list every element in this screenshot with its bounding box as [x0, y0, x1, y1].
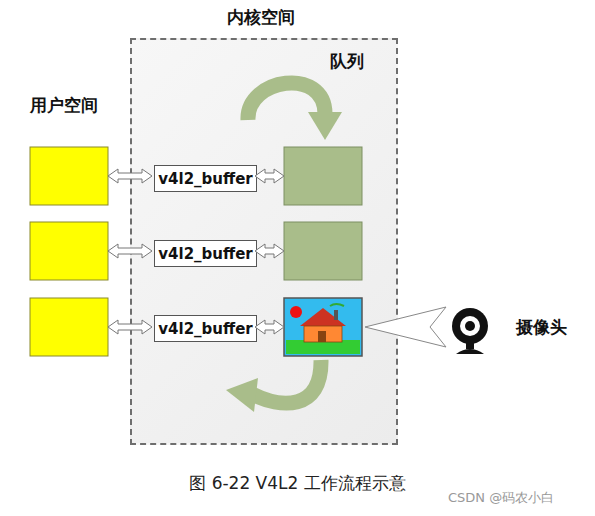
- double-arrow: [108, 169, 284, 334]
- queue-buffer: [284, 147, 362, 205]
- camera-icon: [452, 308, 488, 354]
- queue-title: 队列: [330, 50, 364, 73]
- watermark: CSDN @码农小白: [448, 489, 554, 507]
- user-buffer: [30, 222, 108, 280]
- buffer-box: v4l2_buffer: [154, 315, 257, 342]
- box-label: v4l2_buffer: [158, 170, 252, 188]
- figure-caption: 图 6-22 V4L2 工作流程示意: [0, 472, 595, 495]
- flow-arrow: [226, 83, 342, 412]
- region-title: 内核空间: [227, 6, 295, 29]
- user-buffer: [30, 147, 108, 205]
- device-label: 摄像头: [516, 316, 567, 339]
- queue-buffer: [284, 222, 362, 280]
- buffer-box: v4l2_buffer: [154, 165, 257, 192]
- capture-arrow: [365, 307, 446, 347]
- user-buffer: [30, 298, 108, 356]
- buffer-box: v4l2_buffer: [154, 240, 257, 267]
- region-title: 用户空间: [30, 94, 98, 117]
- box-label: v4l2_buffer: [158, 245, 252, 263]
- frame-picture: [284, 298, 362, 356]
- box-label: v4l2_buffer: [158, 320, 252, 338]
- kernel-space-box: 内核空间队列v4l2_bufferv4l2_bufferv4l2_buffer: [130, 38, 398, 445]
